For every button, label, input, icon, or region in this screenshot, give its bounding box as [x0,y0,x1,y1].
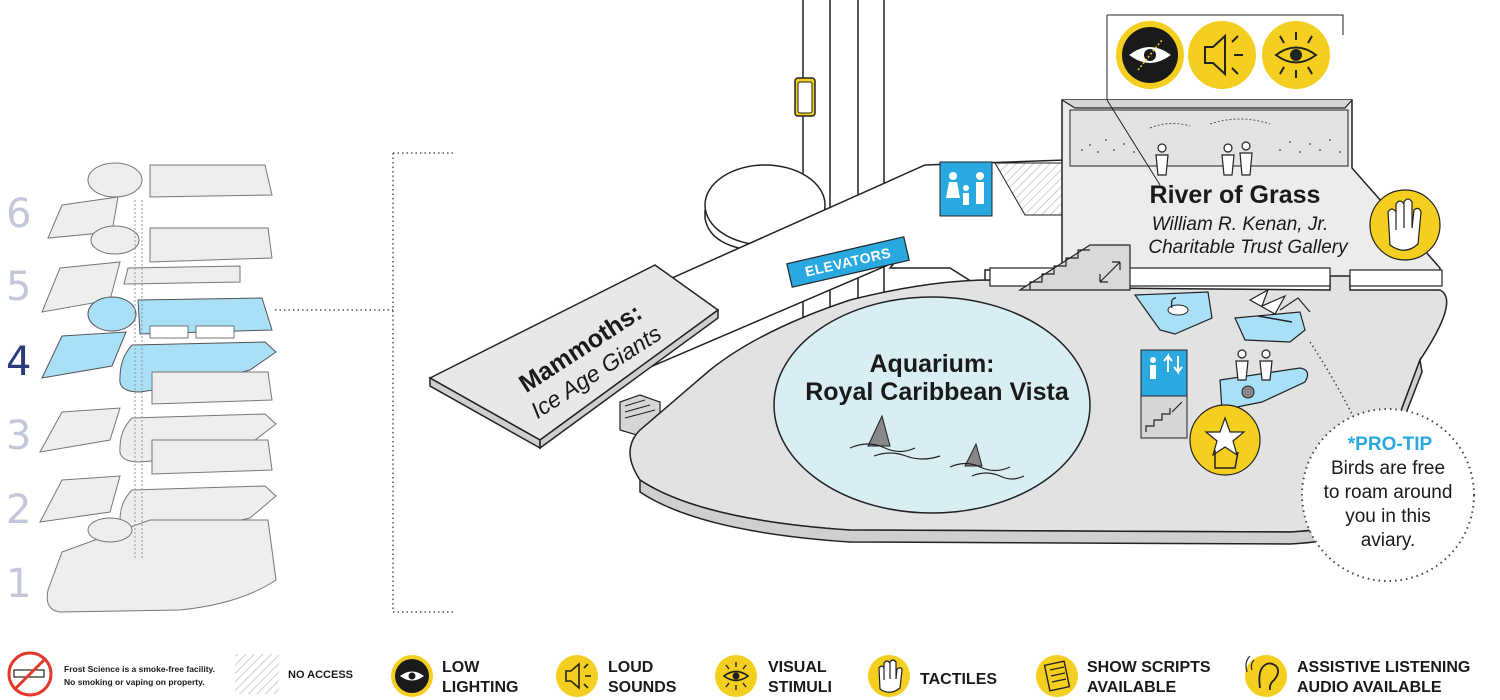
river-sensory-icons [1106,14,1344,100]
aquarium-gallery[interactable]: Aquarium: Royal Caribbean Vista [773,296,1091,514]
tide-pool [1219,349,1309,411]
bird-island [1234,288,1311,343]
ear-icon [1258,662,1279,691]
floor-number-4: 4 [6,339,31,385]
assistive-listening-label-1: ASSISTIVE LISTENING [1297,659,1470,676]
floor-1[interactable]: 1 [6,517,277,613]
asterisk-icon: * [1348,434,1356,455]
floor-number-2: 2 [6,487,31,533]
visual-stimuli-label-1: VISUAL [768,659,827,676]
floor-number-5: 5 [6,264,31,310]
floor-connector [275,152,453,613]
tactile-starfish-icon[interactable] [1189,404,1261,476]
smoke-free-line2: No smoking or vaping on property. [64,677,205,687]
loud-sounds-legend-icon [565,662,580,690]
floor-number-3: 3 [6,413,31,459]
shark-fin-icon [849,414,1025,480]
pro-tip-line-1: Birds are free [1331,458,1445,479]
loud-sounds-label-2: SOUNDS [608,679,677,696]
river-of-grass-gallery[interactable]: River of Grass William R. Kenan, Jr. Cha… [1061,99,1441,277]
loud-sounds-label-1: LOUD [608,659,653,676]
river-subtitle-1: William R. Kenan, Jr. [1152,214,1329,235]
legend-smoke-free: Frost Science is a smoke-free facility. … [7,651,215,697]
legend-low-lighting: LOW LIGHTING [391,655,518,697]
aquarium-title-2: Royal Caribbean Vista [805,378,1070,406]
legend-loud-sounds: LOUD SOUNDS [556,655,677,697]
floor-number-6: 6 [6,191,31,237]
show-scripts-label-2: AVAILABLE [1087,679,1177,696]
pro-tip-line-3: you in this [1345,506,1431,527]
legend-visual-stimuli: VISUAL STIMULI [715,655,832,697]
pro-tip-line-4: aviary. [1361,530,1416,551]
loud-sounds-icon [1188,21,1256,89]
hatch-swatch-icon [235,654,279,694]
floor-selector: 6 5 4 3 2 [6,162,277,613]
pro-tip-line-2: to roam around [1324,482,1453,503]
show-scripts-label-1: SHOW SCRIPTS [1087,659,1211,676]
floor-4-map: Mammoths: Ice Age Giants [428,0,1475,582]
floor-number-1: 1 [6,561,31,607]
floor-6[interactable]: 6 [6,162,273,239]
low-lighting-label-2: LIGHTING [442,679,518,696]
smoke-free-line1: Frost Science is a smoke-free facility. [64,664,215,674]
tactile-hand-icon[interactable] [1369,189,1441,261]
visual-stimuli-legend-icon [722,670,750,682]
grass-texture [1081,139,1341,153]
low-lighting-label-1: LOW [442,659,480,676]
elevator-stairs-sign[interactable] [1140,349,1188,439]
assistive-listening-label-2: AUDIO AVAILABLE [1297,679,1442,696]
visual-stimuli-icon [1262,21,1330,89]
duck-pond [1133,291,1213,335]
restroom-icon[interactable] [939,161,993,217]
aquarium-title-1: Aquarium: [870,350,995,378]
show-scripts-legend-icon [1043,660,1071,692]
pro-tip-callout: *PRO-TIP Birds are free to roam around y… [1301,341,1475,582]
low-lighting-icon [1116,21,1184,89]
stairs-river-of-grass [1017,244,1131,291]
legend-tactiles: TACTILES [868,655,997,697]
mammoths-gallery[interactable]: Mammoths: Ice Age Giants [428,264,720,450]
river-subtitle-2: Charitable Trust Gallery [1148,237,1349,258]
no-access-label: NO ACCESS [288,669,353,681]
legend-no-access: NO ACCESS [235,654,353,694]
legend-assistive-listening: ASSISTIVE LISTENING AUDIO AVAILABLE [1245,655,1470,697]
visual-stimuli-label-2: STIMULI [768,679,832,696]
people-icon [1155,141,1253,176]
legend-show-scripts: SHOW SCRIPTS AVAILABLE [1036,655,1211,697]
river-title: River of Grass [1150,181,1321,209]
tactiles-legend-icon [878,659,903,693]
tactiles-label: TACTILES [920,671,997,688]
legend: Frost Science is a smoke-free facility. … [7,651,1470,697]
pro-tip-heading: *PRO-TIP [1348,434,1433,455]
